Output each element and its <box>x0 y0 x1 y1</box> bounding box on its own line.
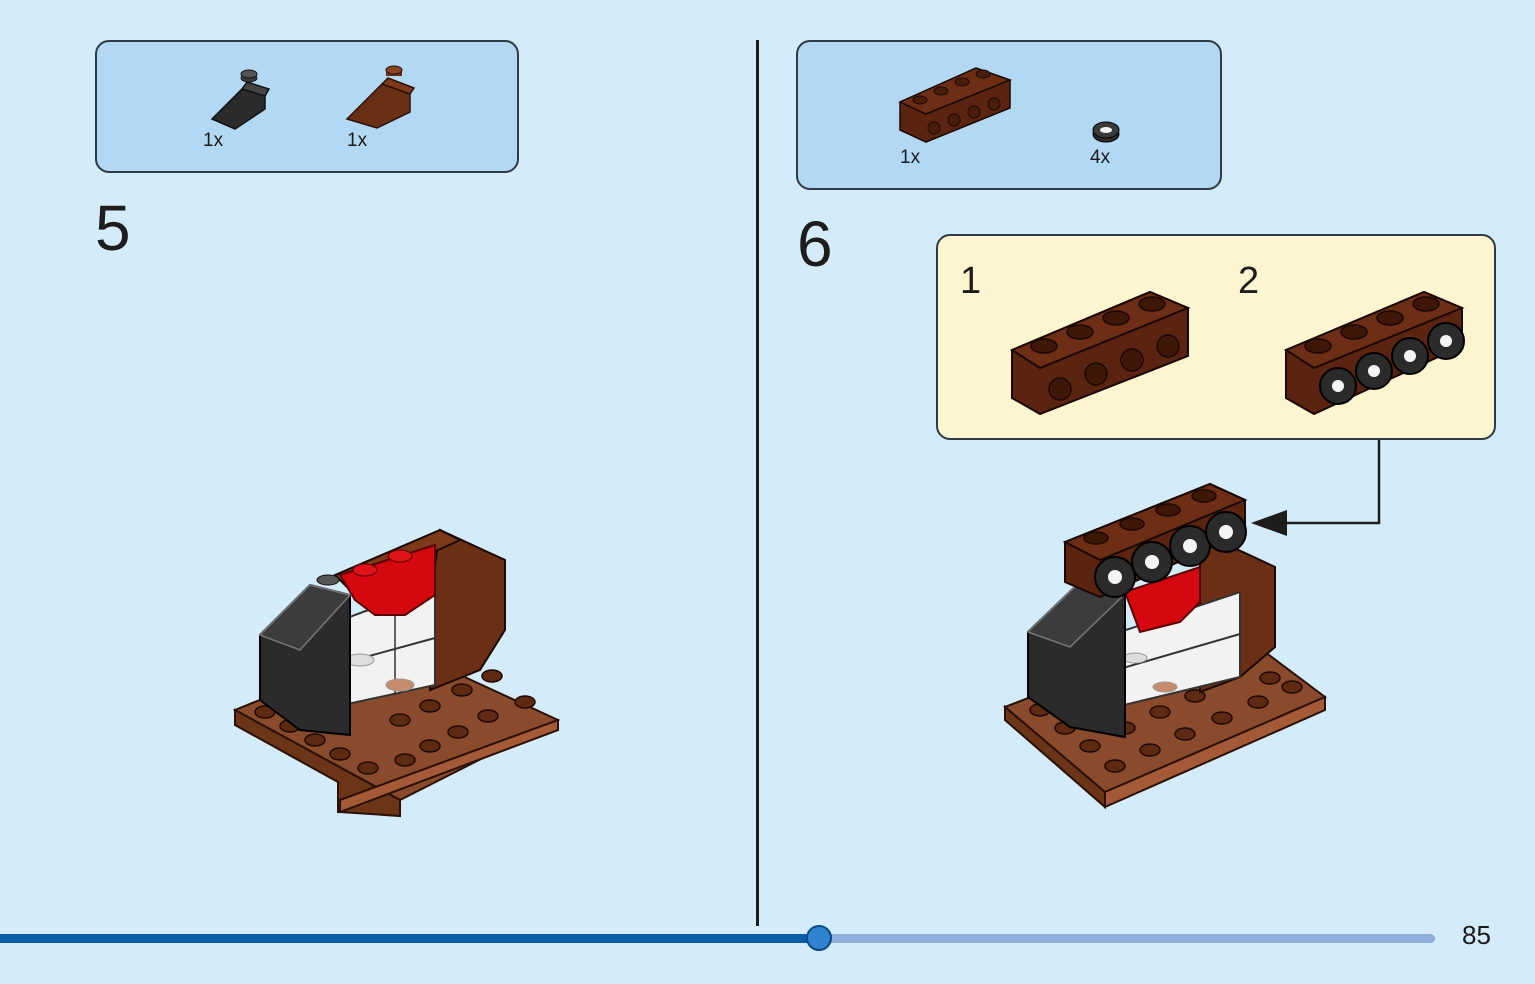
part-qty-black-slope: 1x <box>203 130 224 151</box>
part-qty-round-tile: 4x <box>1090 147 1111 168</box>
part-qty-technic-brick: 1x <box>900 147 921 168</box>
sub-step-number-1: 1 <box>960 260 982 302</box>
sub-step-number-2: 2 <box>1238 260 1260 302</box>
brown-brick-side-studs-icon <box>1009 290 1191 416</box>
parts-list-box-step5: 1x 1x <box>95 40 519 173</box>
black-slope-brick-icon <box>210 69 271 130</box>
step-number-5: 5 <box>95 192 131 264</box>
callout-arrow <box>1251 440 1381 536</box>
step-number-6: 6 <box>797 208 833 280</box>
page-divider <box>756 40 759 926</box>
progress-fill <box>0 934 818 943</box>
brown-technic-brick-icon <box>898 67 1013 143</box>
parts-list-box-step6: 1x 4x <box>796 40 1222 190</box>
step6-model-illustration <box>1003 482 1327 810</box>
page-number: 85 <box>1462 920 1491 950</box>
part-qty-brown-slope: 1x <box>347 130 368 151</box>
brown-slope-brick-icon <box>345 65 416 129</box>
brick-with-eye-tiles-icon <box>1283 290 1465 416</box>
round-tile-eye-icon <box>1092 121 1120 143</box>
step5-model-illustration <box>232 528 561 818</box>
progress-knob[interactable] <box>806 925 832 951</box>
sub-assembly-callout: 1 2 <box>936 234 1496 440</box>
